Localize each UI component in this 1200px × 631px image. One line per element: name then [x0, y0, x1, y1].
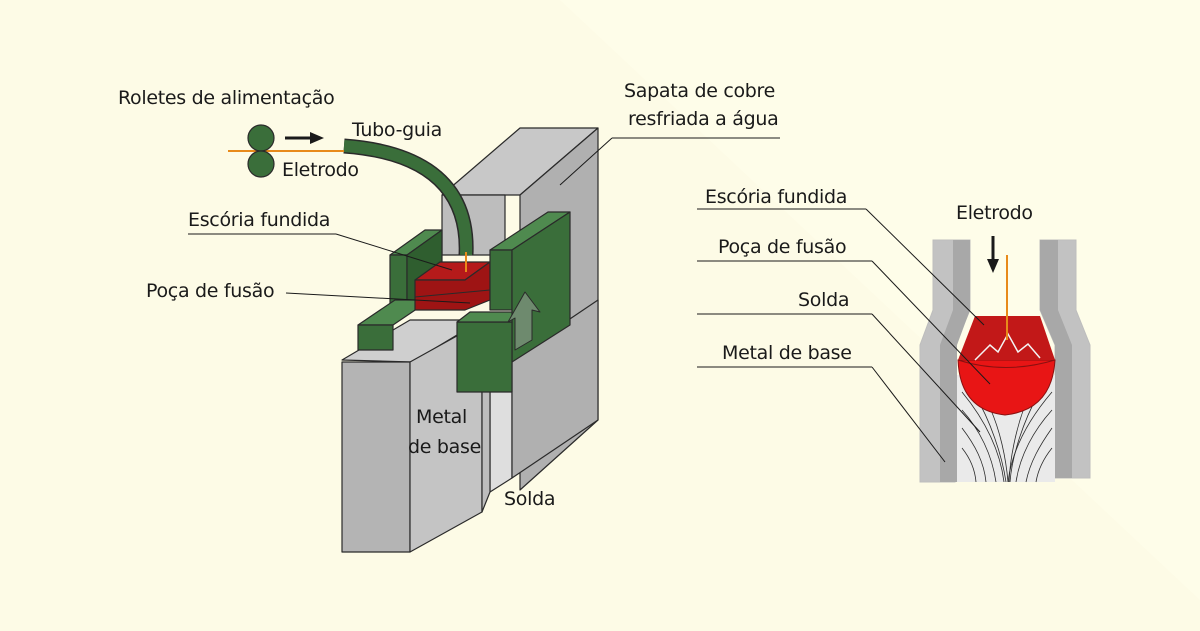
base-metal-front: [341, 361, 411, 553]
label-base-metal-right: Metal de base: [722, 342, 852, 364]
label-molten-slag-left: Escória fundida: [188, 209, 331, 231]
upward-arrow-icon: [507, 291, 541, 351]
label-copper-shoe-2: resfriada a água: [628, 108, 779, 130]
down-arrow-icon: [987, 259, 999, 273]
label-weld-right: Solda: [798, 289, 850, 311]
label-base-metal-1: Metal: [416, 406, 467, 428]
left-weld-assembly: [341, 127, 599, 553]
leader-r-pool: [871, 260, 991, 385]
right-cross-section: [919, 236, 1091, 483]
weld-grain-lines: [961, 391, 1053, 483]
guide-tube-fill: [343, 140, 473, 256]
leader-copper-shoe: [559, 137, 613, 186]
slag-boundary: [957, 359, 1056, 368]
label-electrode-left: Eletrodo: [282, 159, 359, 181]
label-copper-shoe-1: Sapata de cobre: [624, 80, 776, 102]
leader-r-slag: [865, 208, 985, 326]
leader-r-base: [871, 366, 946, 463]
label-weld-pool-left: Poça de fusão: [146, 280, 275, 302]
right-shoe-front: [489, 249, 513, 311]
right-weld-pool: [957, 359, 1056, 416]
label-weld-pool-right: Poça de fusão: [718, 236, 847, 258]
feed-roller-top-icon: [247, 124, 275, 152]
left-shoe-base-front: [357, 324, 394, 351]
label-electrode-right: Eletrodo: [956, 202, 1033, 224]
right-shoe-lower-front: [456, 321, 513, 393]
feed-roller-bottom-icon: [247, 150, 275, 178]
right-left-shoe-inner: [940, 240, 970, 482]
leader-slag: [335, 233, 453, 271]
label-base-metal-2: de base: [408, 436, 481, 458]
pool-line: [414, 289, 491, 298]
leader-pool: [285, 292, 471, 304]
label-molten-slag-right: Escória fundida: [705, 186, 848, 208]
right-right-shoe-inner: [1040, 240, 1072, 478]
leader-r-weld: [871, 313, 981, 433]
label-feed-rollers: Roletes de alimentação: [118, 87, 335, 109]
label-guide-tube: Tubo-guia: [352, 119, 442, 141]
label-weld-left: Solda: [504, 488, 556, 510]
feed-arrow-head-icon: [310, 132, 324, 144]
right-shoe-lower-top: [456, 311, 513, 323]
